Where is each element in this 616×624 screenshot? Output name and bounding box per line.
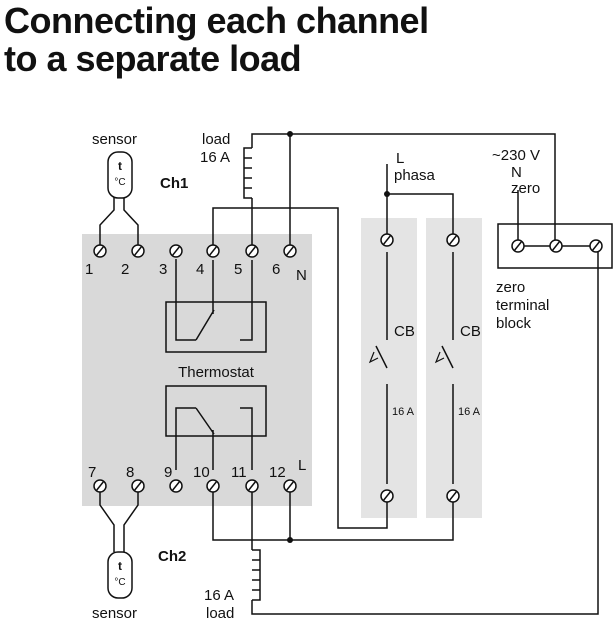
terminal-label-9: 9 xyxy=(164,464,172,481)
terminal-5-screw xyxy=(245,244,259,258)
breaker-1-rating: 16 A xyxy=(392,406,415,418)
breaker-2-switch xyxy=(434,252,454,484)
sensor-bottom-label: sensor xyxy=(92,605,137,622)
junction-dot xyxy=(287,537,293,543)
terminal-7-screw xyxy=(93,479,107,493)
breaker-2-label: CB xyxy=(460,323,481,340)
terminal-6-screw xyxy=(283,244,297,258)
load-bottom-label-2: load xyxy=(206,605,234,622)
terminal-1-screw xyxy=(93,244,107,258)
junction-dot xyxy=(384,191,390,197)
thermostat-housing xyxy=(82,234,312,506)
phase-label: phasa xyxy=(394,167,436,184)
title-line-1: Connecting each channel xyxy=(4,0,429,41)
terminal-12-screw xyxy=(283,479,297,493)
sensor-bottom-glyph-t: t xyxy=(118,559,122,573)
breaker-2-top-screw xyxy=(446,233,460,247)
channel-2-label: Ch2 xyxy=(158,548,186,565)
neutral-letter: N xyxy=(511,164,522,181)
terminal-label-8: 8 xyxy=(126,464,134,481)
terminal-label-6: 6 xyxy=(272,261,280,278)
terminal-label-5: 5 xyxy=(234,261,242,278)
terminal-label-10: 10 xyxy=(193,464,210,481)
junction-dot xyxy=(287,131,293,137)
phase-wiring xyxy=(386,164,454,238)
phase-letter: L xyxy=(396,150,404,167)
relay-2-symbol xyxy=(165,385,267,470)
terminal-2-screw xyxy=(131,244,145,258)
breaker-1-top-screw xyxy=(380,233,394,247)
relay-1-symbol xyxy=(165,259,267,353)
terminal-label-n: N xyxy=(296,267,307,284)
load-bottom-coil xyxy=(252,549,261,601)
terminals xyxy=(93,233,603,503)
load-top-coil xyxy=(243,147,252,199)
terminal-label-12: 12 xyxy=(269,464,286,481)
channel-1-label: Ch1 xyxy=(160,175,188,192)
terminal-11-screw xyxy=(245,479,259,493)
load-top-label-1: load xyxy=(202,131,230,148)
circuit-breaker-2-housing xyxy=(426,218,482,518)
voltage-label: ~230 V xyxy=(492,147,540,164)
load-top-label-2: 16 A xyxy=(200,149,230,166)
page-title: Connecting each channel to a separate lo… xyxy=(4,2,429,78)
thermostat-label: Thermostat xyxy=(178,364,255,381)
terminal-label-4: 4 xyxy=(196,261,204,278)
zero-block-label-3: block xyxy=(496,315,532,332)
sensor-bottom-icon xyxy=(107,551,133,599)
breaker-2-bottom-screw xyxy=(446,489,460,503)
zero-block-label-1: zero xyxy=(496,279,525,296)
terminal-8-screw xyxy=(131,479,145,493)
zero-block-screw-3 xyxy=(589,239,603,253)
zero-block-label-2: terminal xyxy=(496,297,549,314)
breaker-1-label: CB xyxy=(394,323,415,340)
terminal-10-screw xyxy=(206,479,220,493)
sensor-bottom-cable xyxy=(99,484,139,552)
neutral-label: zero xyxy=(511,180,540,197)
terminal-3-screw xyxy=(169,244,183,258)
breaker-1-bottom-screw xyxy=(380,489,394,503)
load-bottom-label-1: 16 A xyxy=(204,587,234,604)
terminal-4-screw xyxy=(206,244,220,258)
sensor-top-glyph-c: °C xyxy=(114,177,125,188)
load-bottom-wiring xyxy=(212,246,599,615)
load-top-wiring xyxy=(212,133,556,529)
sensor-top-cable xyxy=(99,197,139,246)
terminal-label-11: 11 xyxy=(231,464,247,481)
zero-block-screw-1 xyxy=(511,239,525,253)
terminal-label-7: 7 xyxy=(88,464,96,481)
sensor-bottom-glyph-c: °C xyxy=(114,577,125,588)
terminal-label-2: 2 xyxy=(121,261,129,278)
sensor-top-label: sensor xyxy=(92,131,137,148)
breaker-1-switch xyxy=(368,252,388,484)
junctions xyxy=(287,131,390,543)
sensor-top-glyph-t: t xyxy=(118,159,122,173)
title-line-2: to a separate load xyxy=(4,38,302,79)
terminal-label-3: 3 xyxy=(159,261,167,278)
sensor-top-icon xyxy=(107,151,133,199)
terminal-label-1: 1 xyxy=(85,261,93,278)
zero-block-screw-2 xyxy=(549,239,563,253)
terminal-9-screw xyxy=(169,479,183,493)
terminal-label-l: L xyxy=(298,457,306,474)
breaker-2-rating: 16 A xyxy=(458,406,481,418)
circuit-breaker-1-housing xyxy=(361,218,417,518)
